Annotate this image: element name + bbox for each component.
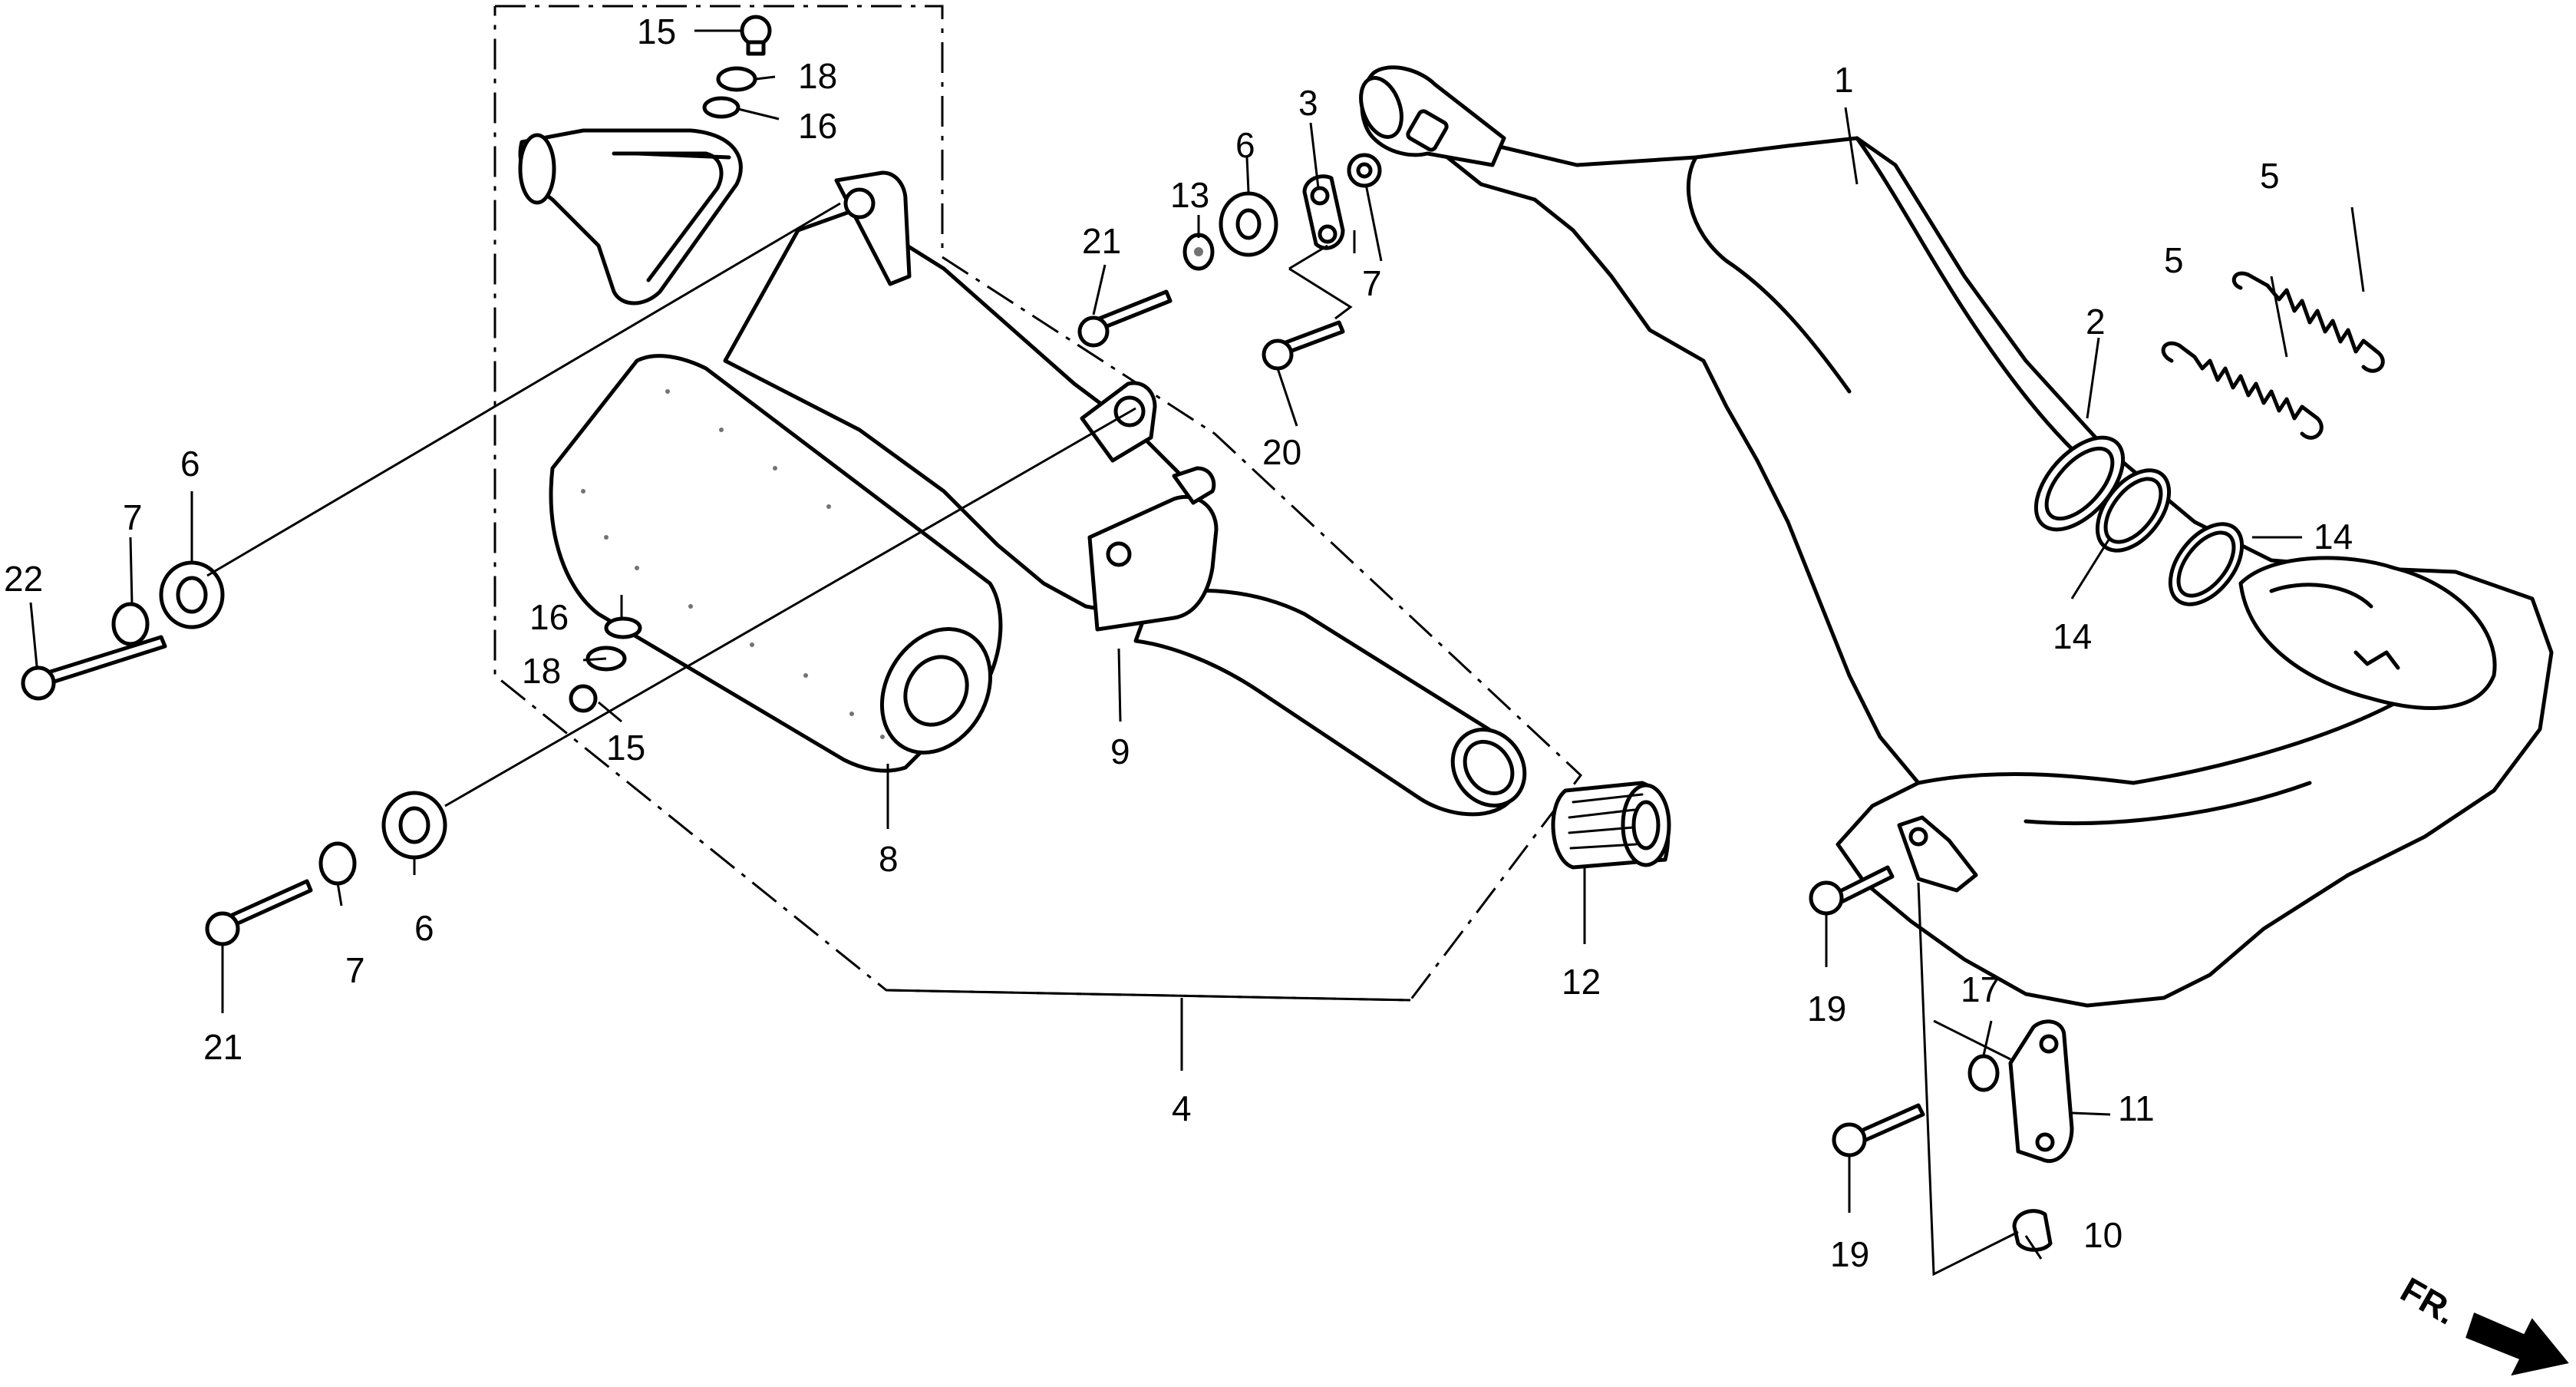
callout-12: 12 xyxy=(1562,962,1601,1002)
callout-9: 9 xyxy=(1110,731,1130,771)
callout-18-lower: 18 xyxy=(522,651,561,691)
callout-2: 2 xyxy=(2086,302,2106,342)
callout-14-lower: 14 xyxy=(2053,616,2092,656)
callout-6-lower: 6 xyxy=(414,908,434,948)
callout-7-left: 7 xyxy=(123,497,143,537)
callout-3: 3 xyxy=(1298,83,1318,123)
leader-lines xyxy=(29,29,2365,1276)
front-label: FR. xyxy=(2394,1270,2463,1333)
lower-washers xyxy=(569,616,642,713)
lower-right-hardware xyxy=(1809,865,2074,1252)
muffler-cover xyxy=(549,354,1003,773)
callout-8: 8 xyxy=(879,839,899,879)
callout-6-top: 6 xyxy=(1235,125,1255,165)
callout-labels: 1 2 3 4 5 5 6 6 6 7 7 7 8 9 10 11 12 13 … xyxy=(4,12,2353,1274)
callout-19-lower: 19 xyxy=(1830,1234,1869,1274)
callout-21-lower: 21 xyxy=(203,1027,242,1067)
callout-16-top: 16 xyxy=(798,106,837,146)
silencer-insert xyxy=(1551,781,1671,870)
upper-mount-hardware xyxy=(1077,153,1382,371)
callout-4: 4 xyxy=(1172,1088,1192,1128)
end-cap-assembly xyxy=(518,15,772,305)
callout-20: 20 xyxy=(1262,432,1301,472)
callout-1: 1 xyxy=(1834,60,1854,100)
callout-10: 10 xyxy=(2083,1215,2122,1255)
expansion-chamber xyxy=(1359,65,2554,1008)
callout-7-lower: 7 xyxy=(345,950,365,990)
callout-15-lower: 15 xyxy=(606,728,645,768)
callout-14-right: 14 xyxy=(2314,517,2353,556)
callout-21-top: 21 xyxy=(1082,221,1121,261)
callout-7-top: 7 xyxy=(1362,263,1382,303)
muffler-assembly-outline xyxy=(493,5,1583,1071)
callout-6-left: 6 xyxy=(180,444,200,484)
callout-13: 13 xyxy=(1170,175,1209,215)
callout-18-top: 18 xyxy=(798,56,837,96)
callout-11: 11 xyxy=(2118,1088,2155,1128)
springs xyxy=(2161,271,2385,440)
callout-22: 22 xyxy=(4,559,43,599)
callout-5-lower: 5 xyxy=(2164,240,2184,280)
left-hardware xyxy=(21,560,447,946)
muffler-body xyxy=(723,170,1527,817)
callout-16-lower: 16 xyxy=(529,597,569,637)
front-direction-indicator: FR. xyxy=(2394,1270,2569,1376)
callout-15-top: 15 xyxy=(637,12,676,51)
callout-17: 17 xyxy=(1961,969,2000,1009)
gasket xyxy=(2033,435,2126,532)
front-arrow-icon xyxy=(2466,1312,2569,1376)
callout-19-upper: 19 xyxy=(1807,989,1846,1029)
callout-5-upper: 5 xyxy=(2260,156,2280,196)
